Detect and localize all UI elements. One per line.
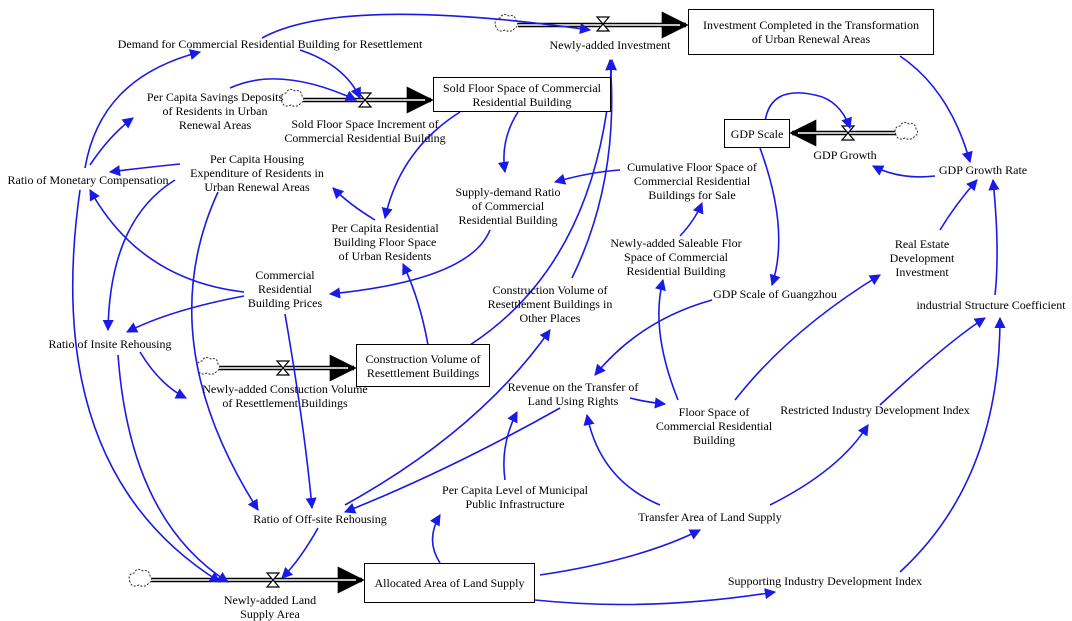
- var-supply-demand-ratio: Supply-demand Ratio of Commercial Reside…: [455, 185, 561, 227]
- var-ratio-insite-rehousing: Ratio of Insite Rehousing: [48, 337, 172, 351]
- var-supporting-industry-index: Supporting Industry Development Index: [727, 574, 923, 588]
- valve-icon: [275, 360, 291, 376]
- var-gdp-scale-guangzhou: GDP Scale of Guangzhou: [713, 287, 837, 301]
- stock-investment-completed: Investment Completed in the Transformati…: [688, 9, 934, 55]
- stock-gdp-scale: GDP Scale: [724, 119, 790, 148]
- flow-newly-added-construction-volume: Newly-added Constuction Volume of Resett…: [202, 382, 368, 410]
- valve-icon: [265, 572, 281, 588]
- var-per-capita-floor-space: Per Capita Residential Building Floor Sp…: [331, 221, 439, 263]
- valve-icon: [357, 92, 373, 108]
- var-floor-space-commercial: Floor Space of Commercial Residential Bu…: [655, 405, 773, 447]
- cloud-icon: [894, 121, 919, 140]
- flow-newly-added-land-supply-area: Newly-added Land Supply Area: [223, 593, 317, 621]
- cloud-icon: [494, 13, 519, 32]
- var-restricted-industry-index: Restricted Industry Development Index: [780, 403, 970, 417]
- cloud-icon: [280, 88, 305, 107]
- var-per-capita-savings: Per Capita Savings Deposits of Residents…: [146, 90, 284, 132]
- var-per-capita-housing-expenditure: Per Capita Housing Expenditure of Reside…: [190, 152, 324, 194]
- cloud-icon: [128, 568, 153, 587]
- var-demand-resettlement: Demand for Commercial Residential Buildi…: [117, 37, 423, 51]
- var-industrial-structure-coefficient: industrial Structure Coefficient: [916, 298, 1066, 312]
- var-ratio-offsite-rehousing: Ratio of Off-site Rehousing: [253, 512, 387, 526]
- var-construction-volume-other-places: Construction Volume of Resettlement Buil…: [487, 283, 613, 325]
- flow-newly-added-investment: Newly-added Investment: [549, 38, 671, 52]
- stock-allocated-area-land-supply: Allocated Area of Land Supply: [364, 563, 535, 603]
- flow-sold-floor-space-increment: Sold Floor Space Increment of Commercial…: [284, 117, 446, 145]
- causal-links: [71, 13, 1006, 606]
- stock-construction-volume-resettlement: Construction Volume of Resettlement Buil…: [356, 344, 490, 387]
- var-ratio-monetary-compensation: Ratio of Monetary Compensation: [7, 173, 169, 187]
- cloud-icon: [196, 356, 221, 375]
- var-newly-added-saleable: Newly-added Saleable Flor Space of Comme…: [610, 236, 742, 278]
- var-transfer-area-land-supply: Transfer Area of Land Supply: [638, 510, 782, 524]
- var-real-estate-investment: Real Estate Development Investment: [889, 237, 955, 279]
- stock-sold-floor-space: Sold Floor Space of Commercial Residenti…: [433, 77, 611, 112]
- var-revenue-land-transfer: Revenue on the Transfer of Land Using Ri…: [507, 380, 639, 408]
- valve-icon: [595, 16, 611, 32]
- var-cumulative-floor-space: Cumulative Floor Space of Commercial Res…: [627, 160, 757, 202]
- var-per-capita-infrastructure: Per Capita Level of Municipal Public Inf…: [442, 483, 588, 511]
- flow-gdp-growth: GDP Growth: [813, 148, 877, 162]
- var-commercial-prices: Commercial Residential Building Prices: [247, 268, 323, 310]
- var-gdp-growth-rate: GDP Growth Rate: [938, 163, 1028, 177]
